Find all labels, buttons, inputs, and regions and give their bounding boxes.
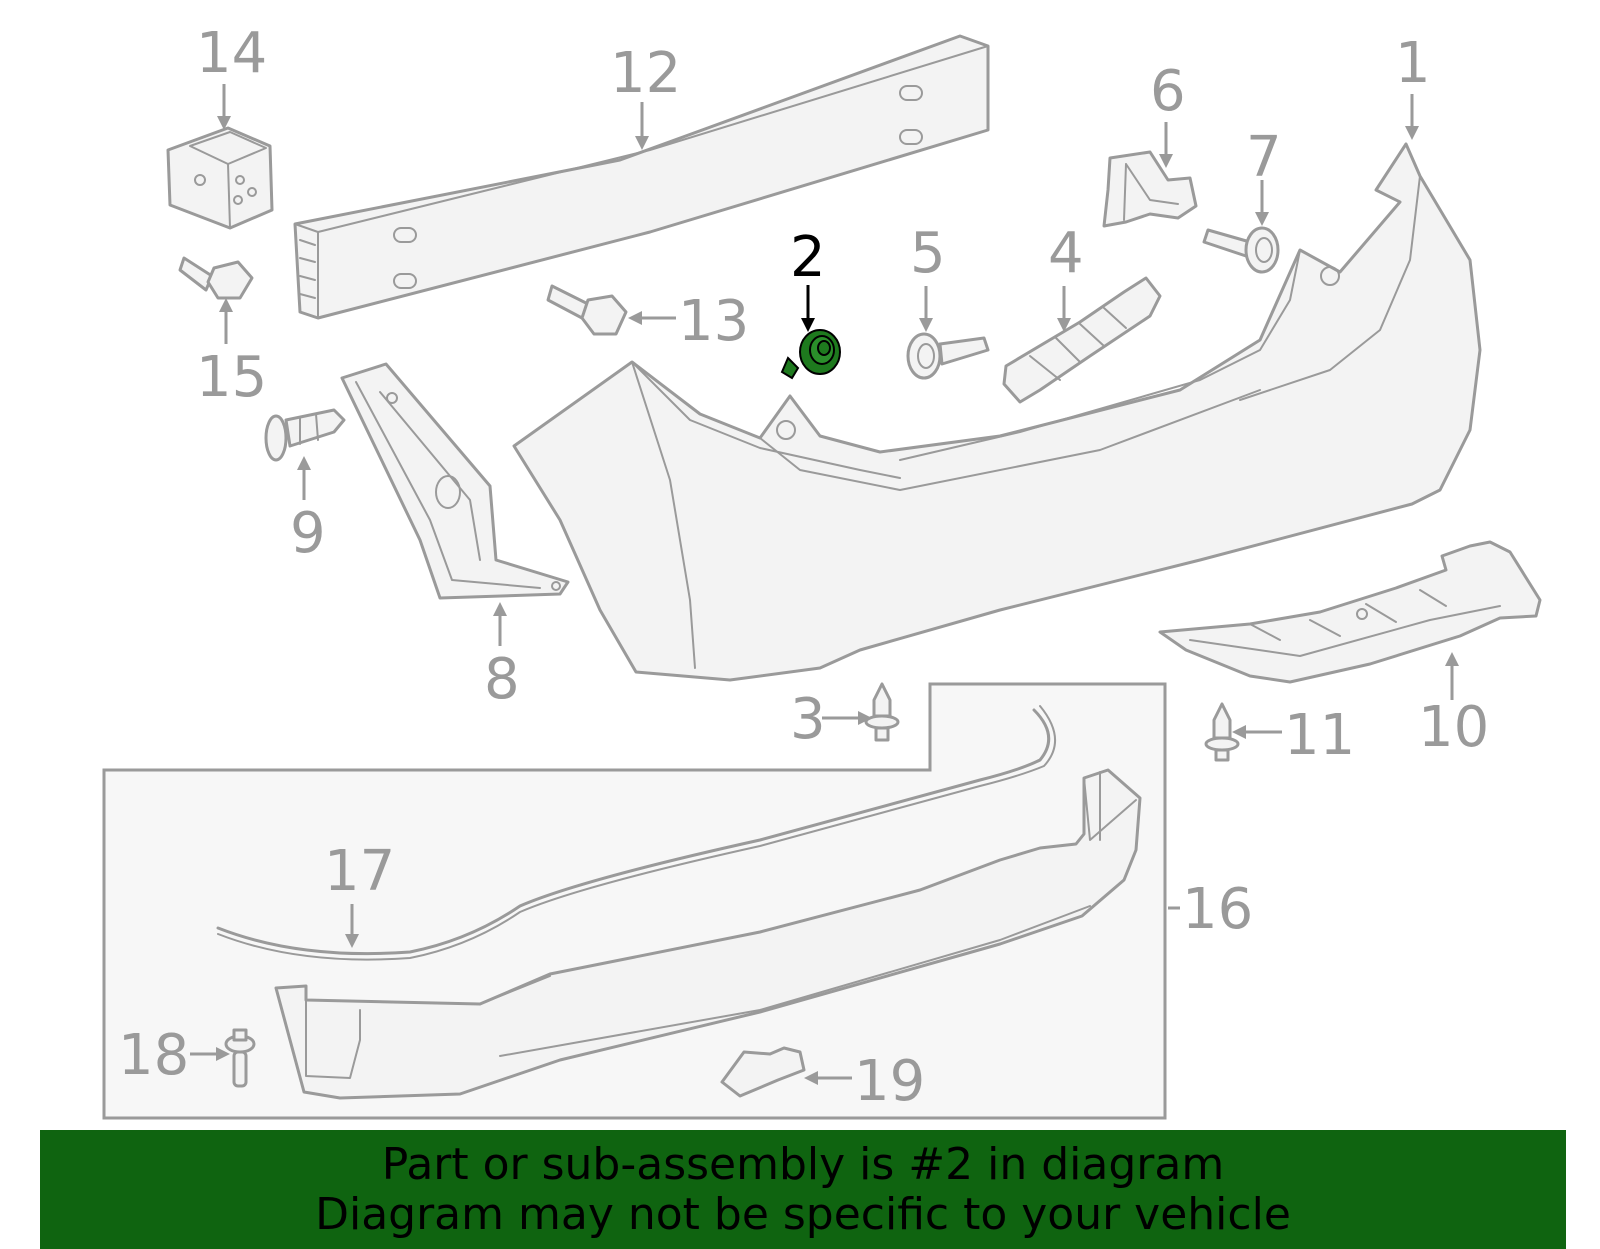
- callout-9: 9: [290, 456, 326, 566]
- notice-line-1: Part or sub-assembly is #2 in diagram: [381, 1138, 1225, 1190]
- part-10-lower-cover: [1158, 540, 1542, 684]
- callout-6: 6: [1150, 59, 1186, 168]
- callout-2[interactable]: 2: [790, 225, 826, 332]
- part-11-clip: [1204, 702, 1240, 762]
- callout-5: 5: [910, 221, 946, 332]
- part-3-clip: [864, 682, 900, 742]
- callout-13-label: 13: [678, 289, 749, 354]
- callout-1: 1: [1395, 31, 1431, 140]
- part-7-bolt: [1202, 226, 1280, 274]
- part-19-bracket: [720, 1046, 806, 1098]
- callout-15: 15: [196, 298, 267, 410]
- callout-7: 7: [1246, 125, 1282, 226]
- callout-19: 19: [804, 1049, 925, 1114]
- callout-8: 8: [484, 602, 520, 712]
- part-12-reinforcement-beam: [293, 34, 990, 320]
- callout-18-label: 18: [118, 1023, 189, 1088]
- callout-12-label: 12: [610, 41, 681, 106]
- part-15-bolt: [178, 256, 254, 300]
- part-6-bracket: [1102, 150, 1198, 228]
- callout-4: 4: [1048, 221, 1084, 332]
- callout-15-label: 15: [196, 345, 267, 410]
- callout-16: 16: [1168, 877, 1253, 942]
- part-13-bolt: [546, 284, 628, 336]
- callout-6-label: 6: [1150, 59, 1186, 124]
- part-16-lower-bumper: [274, 768, 1142, 1100]
- callout-1-label: 1: [1395, 31, 1431, 96]
- callout-7-label: 7: [1246, 125, 1282, 190]
- callout-9-label: 9: [290, 501, 326, 566]
- callout-3-label: 3: [790, 687, 826, 752]
- callout-5-label: 5: [910, 221, 946, 286]
- callout-14: 14: [196, 21, 267, 130]
- callout-10-label: 10: [1418, 695, 1489, 760]
- part-2-clip-highlighted[interactable]: [780, 329, 841, 380]
- callout-4-label: 4: [1048, 221, 1084, 286]
- callout-10: 10: [1418, 652, 1489, 760]
- notice-line-2: Diagram may not be specific to your vehi…: [315, 1188, 1291, 1240]
- part-17-molding: [216, 705, 1057, 961]
- part-14-bracket: [166, 126, 274, 230]
- callout-18: 18: [118, 1023, 230, 1088]
- callout-19-label: 19: [854, 1049, 925, 1114]
- callout-2-label: 2: [790, 225, 826, 290]
- part-9-clip: [264, 408, 346, 462]
- notice-banner: Part or sub-assembly is #2 in diagram Di…: [40, 1130, 1566, 1249]
- callout-11: 11: [1232, 703, 1355, 768]
- part-1-bumper-cover: [512, 142, 1482, 682]
- callout-13: 13: [628, 289, 749, 354]
- callout-12: 12: [610, 41, 681, 150]
- callout-11-label: 11: [1284, 703, 1355, 768]
- part-8-side-bracket: [340, 362, 570, 600]
- callout-17: 17: [324, 839, 395, 948]
- callout-3: 3: [790, 687, 872, 752]
- part-18-pin: [224, 1028, 256, 1088]
- callout-8-label: 8: [484, 647, 520, 712]
- part-4-retainer: [1002, 276, 1162, 404]
- callout-14-label: 14: [196, 21, 267, 86]
- callout-16-label: 16: [1182, 877, 1253, 942]
- callout-17-label: 17: [324, 839, 395, 904]
- part-5-bolt: [906, 332, 990, 380]
